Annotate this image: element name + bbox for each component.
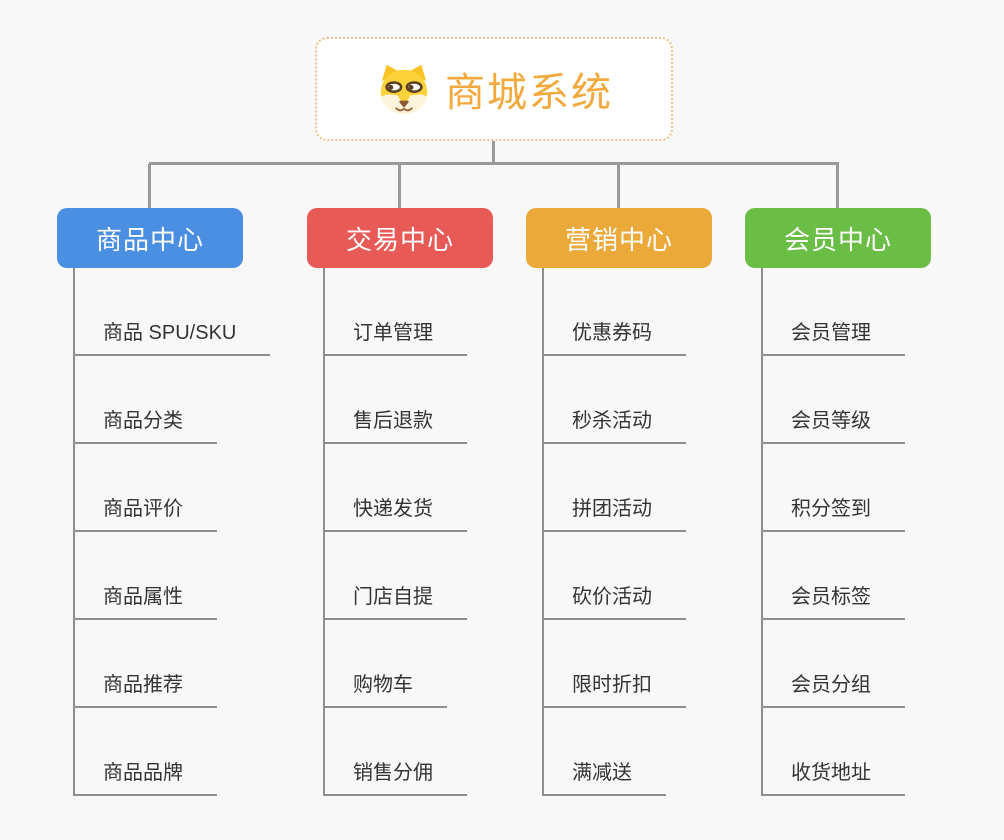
branch-column-marketing: 营销中心 优惠券码 秒杀活动 拼团活动 砍价活动 限时折扣 满减送 <box>526 208 712 796</box>
leaf-item[interactable]: 优惠券码 <box>544 268 686 356</box>
branch-column-member: 会员中心 会员管理 会员等级 积分签到 会员标签 会员分组 收货地址 <box>745 208 931 796</box>
dog-icon <box>375 62 433 116</box>
leaf-item[interactable]: 快递发货 <box>325 444 467 532</box>
leaf-item[interactable]: 拼团活动 <box>544 444 686 532</box>
branch-column-trade: 交易中心 订单管理 售后退款 快递发货 门店自提 购物车 销售分佣 <box>307 208 493 796</box>
branch-children-product: 商品 SPU/SKU 商品分类 商品评价 商品属性 商品推荐 商品品牌 <box>73 268 271 796</box>
leaf-item[interactable]: 商品评价 <box>75 444 217 532</box>
leaf-item[interactable]: 门店自提 <box>325 532 467 620</box>
leaf-item[interactable]: 商品推荐 <box>75 620 217 708</box>
leaf-item[interactable]: 收货地址 <box>763 708 905 796</box>
connector-drop-product <box>148 164 151 208</box>
leaf-item[interactable]: 限时折扣 <box>544 620 686 708</box>
leaf-item[interactable]: 秒杀活动 <box>544 356 686 444</box>
connector-drop-marketing <box>617 164 620 208</box>
leaf-item[interactable]: 商品品牌 <box>75 708 217 796</box>
root-title: 商城系统 <box>445 71 613 115</box>
connector-root-drop <box>492 141 495 163</box>
leaf-item[interactable]: 商品 SPU/SKU <box>75 268 271 356</box>
leaf-item[interactable]: 订单管理 <box>325 268 467 356</box>
branch-node-product-center[interactable]: 商品中心 <box>57 208 243 268</box>
leaf-item[interactable]: 砍价活动 <box>544 532 686 620</box>
connector-drop-member <box>836 164 839 208</box>
leaf-item[interactable]: 商品属性 <box>75 532 217 620</box>
connector-drop-trade <box>398 164 401 208</box>
connector-bus <box>149 162 839 165</box>
branch-children-trade: 订单管理 售后退款 快递发货 门店自提 购物车 销售分佣 <box>323 268 493 796</box>
leaf-item[interactable]: 购物车 <box>325 620 447 708</box>
branch-node-trade-center[interactable]: 交易中心 <box>307 208 493 268</box>
leaf-item[interactable]: 积分签到 <box>763 444 905 532</box>
leaf-item[interactable]: 会员等级 <box>763 356 905 444</box>
branch-children-member: 会员管理 会员等级 积分签到 会员标签 会员分组 收货地址 <box>761 268 931 796</box>
leaf-item[interactable]: 销售分佣 <box>325 708 467 796</box>
branch-node-member-center[interactable]: 会员中心 <box>745 208 931 268</box>
branch-node-marketing-center[interactable]: 营销中心 <box>526 208 712 268</box>
root-node-mall-system[interactable]: 商城系统 <box>315 37 673 141</box>
leaf-item[interactable]: 满减送 <box>544 708 666 796</box>
branch-column-product: 商品中心 商品 SPU/SKU 商品分类 商品评价 商品属性 商品推荐 商品品牌 <box>57 208 271 796</box>
leaf-item[interactable]: 会员分组 <box>763 620 905 708</box>
leaf-item[interactable]: 售后退款 <box>325 356 467 444</box>
leaf-item[interactable]: 商品分类 <box>75 356 217 444</box>
leaf-item[interactable]: 会员管理 <box>763 268 905 356</box>
branch-children-marketing: 优惠券码 秒杀活动 拼团活动 砍价活动 限时折扣 满减送 <box>542 268 712 796</box>
leaf-item[interactable]: 会员标签 <box>763 532 905 620</box>
